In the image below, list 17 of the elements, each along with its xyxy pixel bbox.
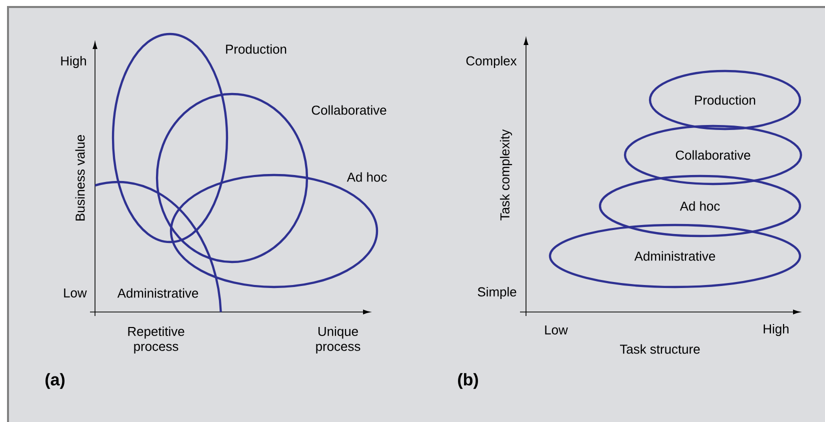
tick-label: Low	[545, 326, 568, 335]
tick-label: Unique process	[316, 326, 360, 354]
tick-label: Complex	[466, 56, 517, 68]
axis-label: Task structure	[620, 344, 700, 354]
axis-label: Business value	[75, 135, 85, 220]
panel-label: (b)	[458, 373, 478, 389]
tick-label: Low	[64, 288, 87, 298]
tick-label: Simple	[478, 286, 516, 300]
panel-label: (a)	[46, 373, 64, 389]
ellipse-label: Production	[226, 44, 286, 54]
tick-label: High	[764, 324, 788, 336]
ellipse-label: Ad hoc	[346, 172, 387, 182]
tick-label: Repetitive process	[128, 326, 184, 354]
tick-label: High	[61, 56, 86, 68]
axis-label: Task complexity	[500, 129, 512, 220]
ellipse-label: Collaborative	[312, 105, 386, 115]
ellipse-label: Administrative	[117, 288, 198, 298]
